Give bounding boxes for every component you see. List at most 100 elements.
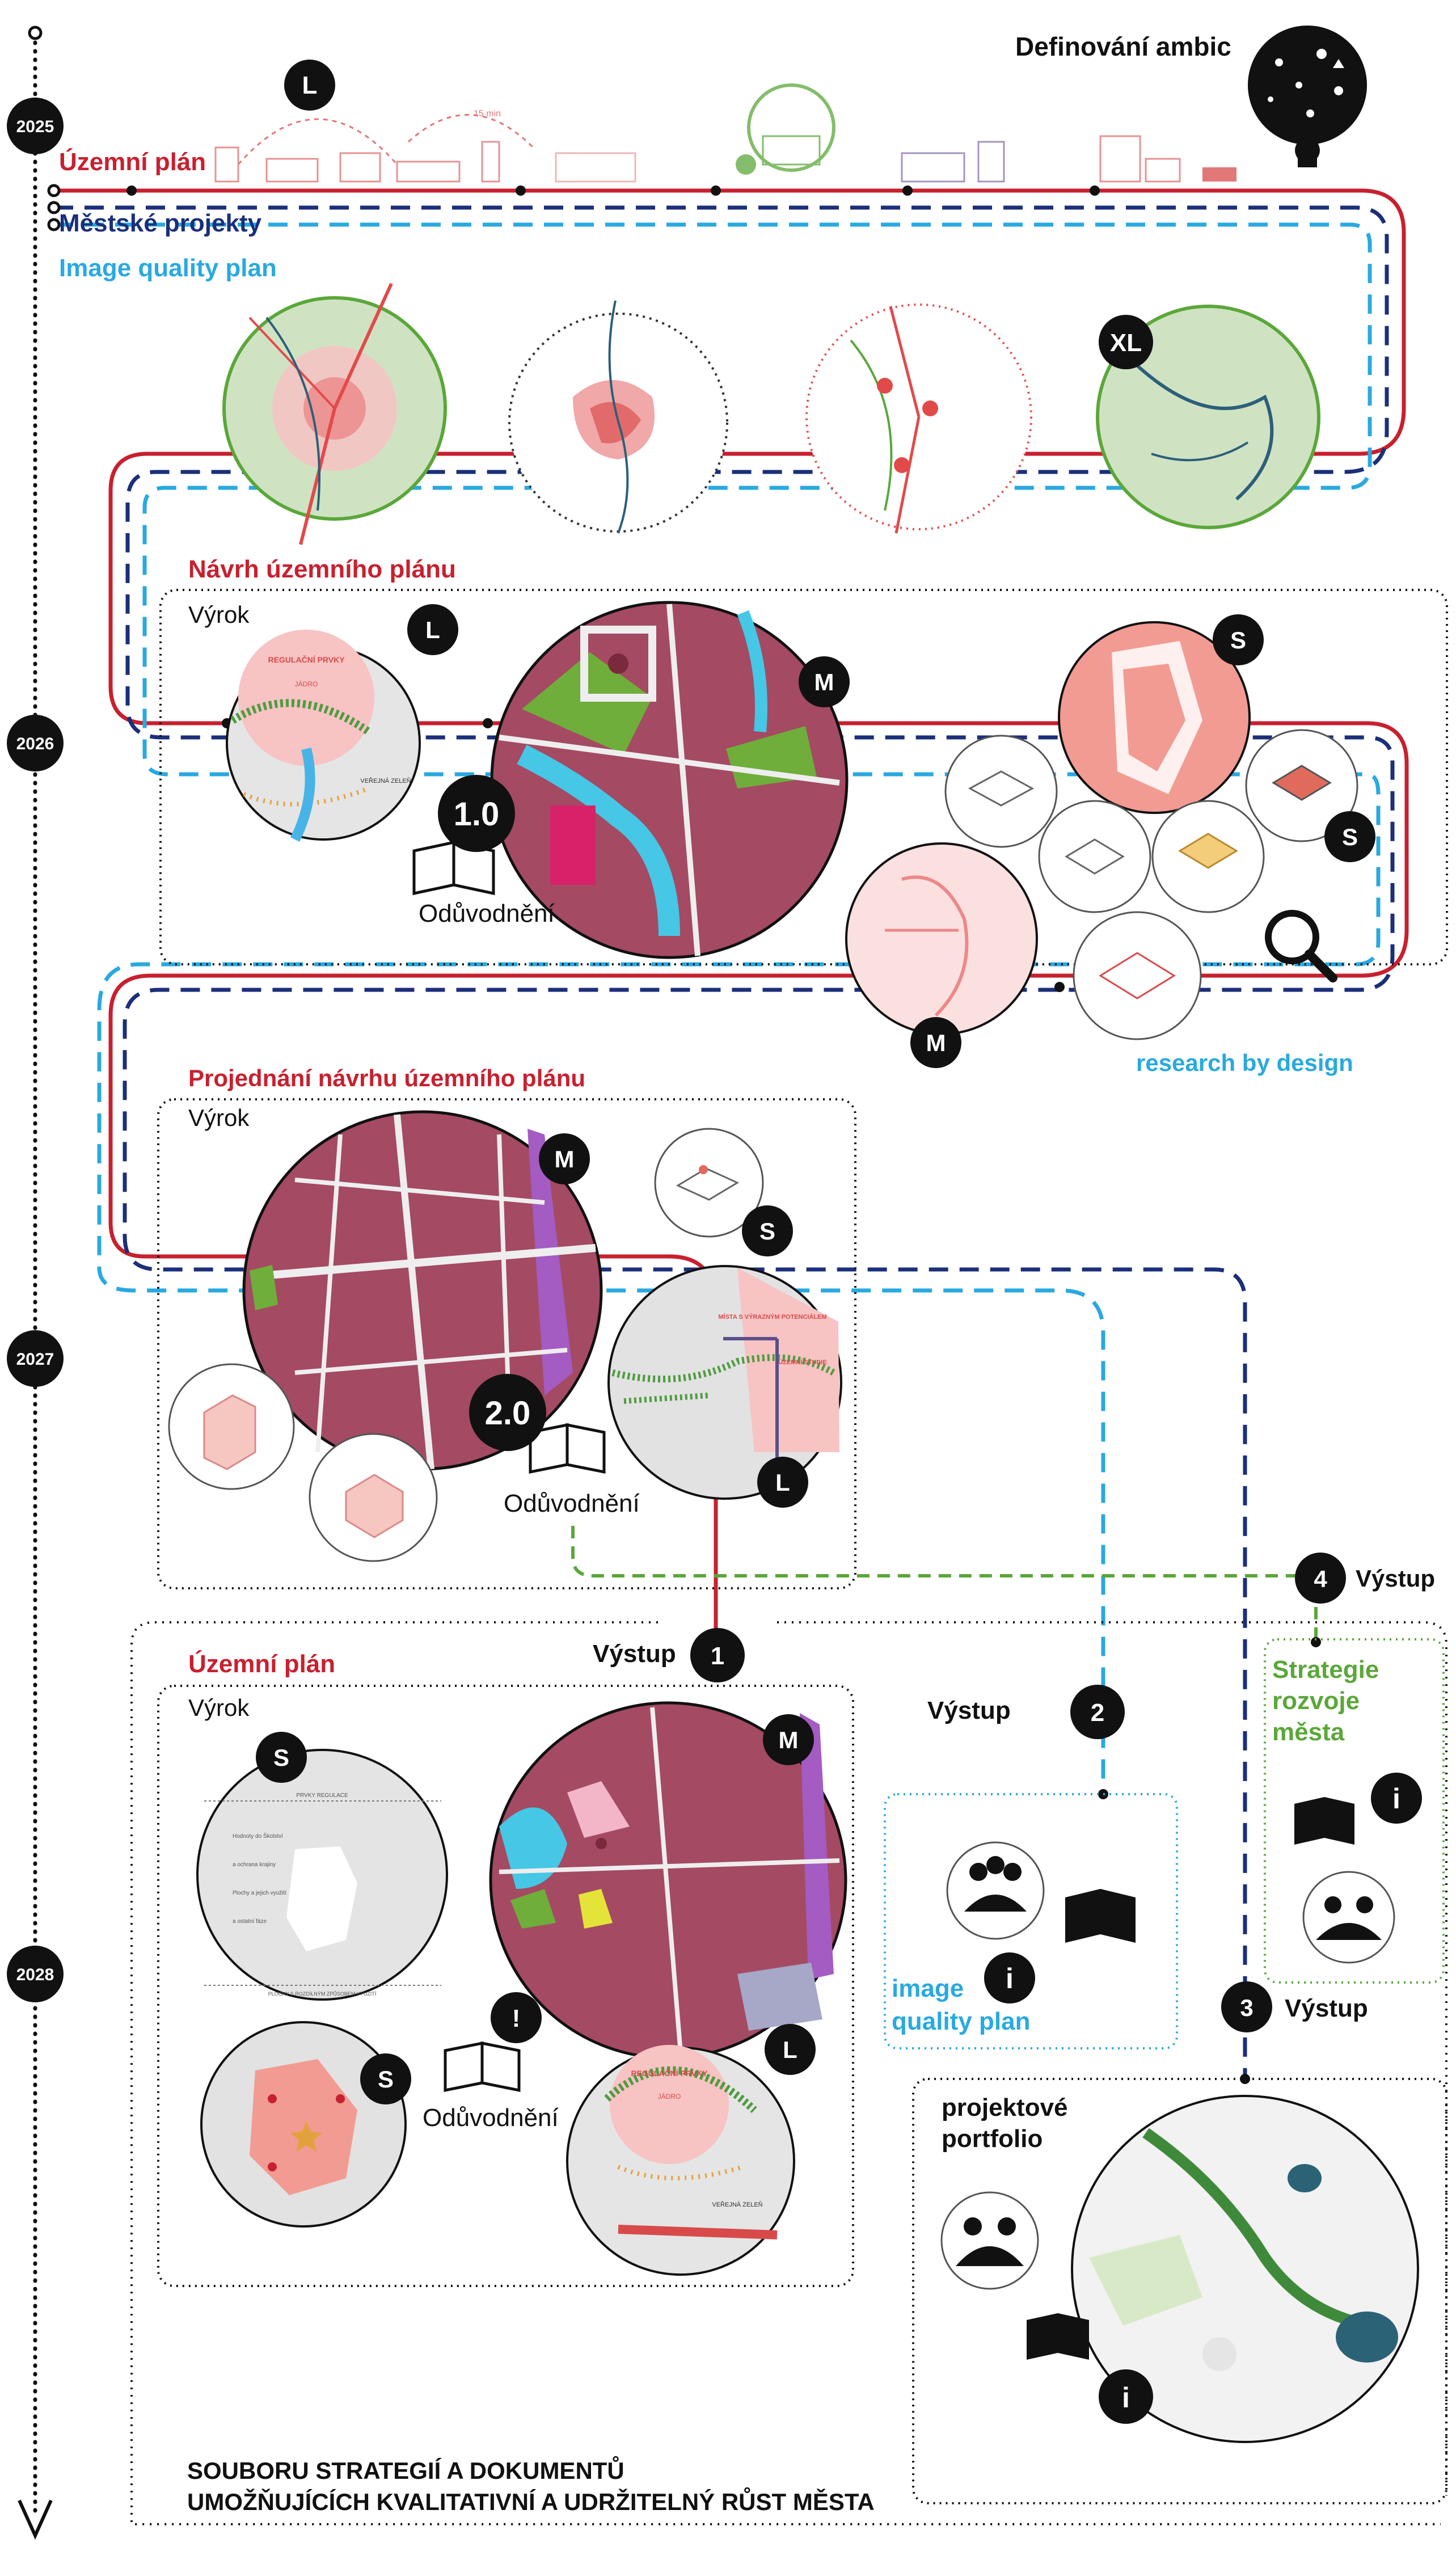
output-2-number: 2	[1091, 1699, 1104, 1727]
output-3-label: Výstup	[1285, 1994, 1368, 2022]
oduvodneni-final: Odůvodnění	[423, 2104, 559, 2132]
doc-footer: PLOCHY S ROZDÍLNÝM ZPŮSOBEM VYUŽITÍ	[268, 1990, 377, 1997]
section-navrh-vyrok: Výrok	[188, 601, 250, 628]
badge-S-navrh-1: S	[1213, 614, 1264, 665]
badge-XL: XL	[1099, 315, 1153, 369]
book-icon-final	[444, 2041, 521, 2093]
badge-L-navrh-label: L	[425, 617, 440, 643]
image-quality-box	[884, 1793, 1178, 2049]
output-4-label: Výstup	[1356, 1565, 1435, 1592]
badge-L-projednani: L	[757, 1457, 808, 1508]
badge-S-final-1: S	[256, 1732, 307, 1783]
output-1-label: Výstup	[593, 1640, 676, 1668]
track-label-image-quality-plan: Image quality plan	[59, 254, 277, 282]
final-box	[157, 1685, 854, 2287]
badge-M-projednani: M	[539, 1133, 590, 1184]
badge-S-final-2-label: S	[378, 2066, 394, 2093]
oduvodneni-navrh: Odůvodnění	[419, 900, 555, 927]
output-4-number: 4	[1314, 1566, 1327, 1592]
info-strategie-label: i	[1392, 1783, 1400, 1815]
badge-S-final-2: S	[360, 2053, 411, 2104]
year-2025-label: 2025	[16, 117, 54, 136]
book-icon-iqp	[1065, 1889, 1136, 1943]
doc-line-1: Hodnoty do Školství	[233, 1832, 283, 1840]
doc-header: PRVKY REGULACE	[296, 1792, 348, 1799]
final-vyrok: Výrok	[188, 1694, 250, 1721]
info-iqp-label: i	[1006, 1963, 1014, 1994]
axonometric-projednani-extra	[168, 1363, 438, 1562]
strategie-line1: Strategie	[1272, 1656, 1379, 1684]
map-L-projednani-label-1: MÍSTA S VÝRAZNÝM POTENCIÁLEM	[718, 1313, 826, 1321]
track-label-uzemni-plan: Územní plán	[59, 147, 206, 176]
people-icon-strategie	[1302, 1871, 1395, 1964]
version-1-0-label: 1.0	[454, 796, 500, 833]
version-2-0-label: 2.0	[485, 1395, 531, 1432]
badge-L-top-label: L	[302, 71, 318, 99]
oduvodneni-projednani: Odůvodnění	[504, 1490, 640, 1517]
map-circle-1	[222, 282, 447, 545]
map-circle-2	[508, 300, 728, 534]
map-S-navrh	[1058, 621, 1251, 814]
timeline: 2025 2026 2027 2028	[7, 26, 64, 2540]
badge-L-projednani-label: L	[775, 1469, 790, 1496]
info-icon-portfolio: i	[1099, 2369, 1153, 2424]
axonometric-small-projednani	[654, 1128, 764, 1238]
output-3-number: 3	[1240, 1994, 1253, 2021]
badge-M-navrh: M	[799, 656, 850, 707]
outer-box-right	[777, 1621, 1447, 2496]
axonometric-circles	[944, 729, 1358, 1040]
map-L-label-verejna-zelen: VEŘEJNÁ ZELEŇ	[360, 777, 411, 784]
book-icon-portfolio	[1027, 2313, 1089, 2360]
year-2026-label: 2026	[16, 735, 54, 753]
output-4: 4 Výstup	[1295, 1553, 1435, 1604]
outer-box-left	[130, 1621, 1441, 2525]
map-L-projednani-label-2: ÚZEMNÍ STUDIE	[778, 1359, 827, 1366]
doc-line-4: a ostatní fáze	[233, 1918, 267, 1925]
people-group-icon	[946, 1841, 1045, 1940]
final-title-uzemni-plan: Územní plán	[188, 1650, 335, 1678]
map-L-label-jadro: JÁDRO	[295, 680, 318, 688]
portfolio-line1: projektové	[942, 2094, 1068, 2121]
illustration-caption: 15 min	[474, 109, 501, 119]
map-circle-4	[1096, 305, 1320, 529]
map-M2-navrh	[845, 842, 1038, 1035]
year-marker-2027: 2027	[7, 1330, 64, 1387]
doc-circle-S: PRVKY REGULACE Hodnoty do Školství a och…	[196, 1749, 448, 2001]
section-box-projednani	[157, 1098, 856, 1589]
badge-M-navrh-label: M	[814, 669, 834, 695]
output-1-number: 1	[711, 1642, 724, 1670]
book-icon	[412, 840, 495, 896]
year-marker-2026: 2026	[7, 715, 64, 771]
badge-M-final: M	[763, 1714, 814, 1765]
map-L-final-label-2: JÁDRO	[658, 2092, 681, 2100]
map-circle-3	[805, 303, 1032, 534]
research-by-design-label: research by design	[1136, 1049, 1353, 1076]
section-title-projednani: Projednání návrhu územního plánu	[188, 1065, 585, 1091]
badge-L-final-label: L	[783, 2036, 797, 2063]
strategie-line2: rozvoje	[1272, 1687, 1360, 1715]
title-definovani-ambic: Definování ambic	[1015, 32, 1231, 61]
year-2028-label: 2028	[16, 1965, 54, 1984]
badge-S-projednani-label: S	[759, 1218, 775, 1245]
portfolio-box	[912, 2078, 1447, 2504]
book-icon-strategie	[1294, 1797, 1354, 1845]
output-1: Výstup 1	[593, 1628, 745, 1682]
map-M-navrh	[490, 601, 849, 959]
version-badge-2-0: 2.0	[469, 1374, 546, 1451]
year-2027-label: 2027	[16, 1350, 54, 1369]
badge-L-top: L	[284, 60, 335, 111]
badge-L-navrh: L	[407, 604, 458, 655]
section-projednani-vyrok: Výrok	[188, 1104, 250, 1131]
badge-M-navrh-2: M	[910, 1017, 961, 1068]
doc-line-2: a ochrana krajiny	[233, 1862, 276, 1868]
iqp-label-line1: image	[892, 1975, 964, 2002]
strategie-box	[1264, 1638, 1445, 1984]
output-2: Výstup 2	[927, 1685, 1125, 1739]
badge-M-navrh-2-label: M	[926, 1030, 946, 1056]
info-portfolio-label: i	[1122, 2382, 1130, 2414]
portfolio-line2: portfolio	[942, 2125, 1043, 2153]
badge-S-navrh-2-label: S	[1342, 824, 1358, 850]
track-lines	[54, 188, 1409, 2079]
